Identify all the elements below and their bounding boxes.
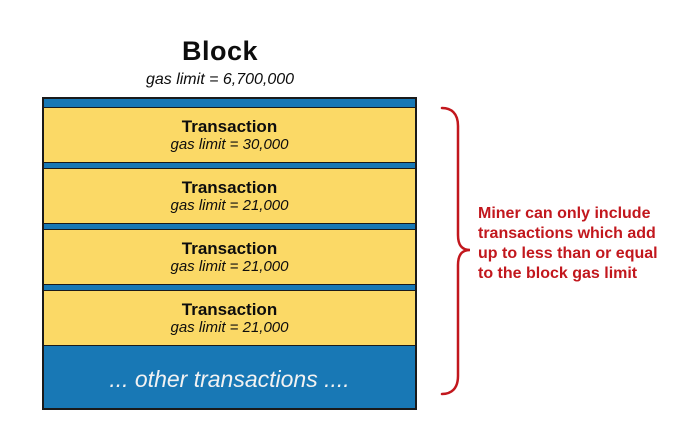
transaction-label: Transaction bbox=[181, 177, 278, 197]
annotation-line: Miner can only include bbox=[478, 205, 651, 222]
transaction-box-1: Transaction gas limit = 30,000 bbox=[44, 107, 415, 163]
annotation-line: transactions which add bbox=[478, 225, 656, 242]
transaction-label: Transaction bbox=[181, 238, 278, 258]
transaction-label: Transaction bbox=[181, 299, 278, 319]
diagram-title: Block bbox=[181, 36, 259, 66]
annotation-line: up to less than or equal bbox=[478, 245, 658, 262]
block-gas-limit-subtitle: gas limit = 6,700,000 bbox=[145, 71, 295, 88]
transaction-gas-limit: gas limit = 21,000 bbox=[170, 257, 289, 275]
transaction-box-3: Transaction gas limit = 21,000 bbox=[44, 229, 415, 285]
transaction-gas-limit: gas limit = 21,000 bbox=[170, 196, 289, 214]
transaction-gas-limit: gas limit = 21,000 bbox=[170, 318, 289, 336]
other-transactions-area: ... other transactions .... bbox=[44, 351, 415, 408]
diagram-header: Block gas limit = 6,700,000 bbox=[0, 36, 440, 89]
transaction-box-2: Transaction gas limit = 21,000 bbox=[44, 168, 415, 224]
block-container: Transaction gas limit = 30,000 Transacti… bbox=[42, 97, 417, 410]
transaction-gas-limit: gas limit = 30,000 bbox=[170, 135, 289, 153]
other-transactions-label: ... other transactions .... bbox=[109, 366, 350, 392]
transaction-label: Transaction bbox=[181, 116, 278, 136]
transaction-box-4: Transaction gas limit = 21,000 bbox=[44, 290, 415, 346]
annotation-text: Miner can only include transactions whic… bbox=[478, 204, 688, 284]
annotation-line: to the block gas limit bbox=[478, 265, 638, 282]
curly-brace-icon bbox=[440, 106, 471, 396]
